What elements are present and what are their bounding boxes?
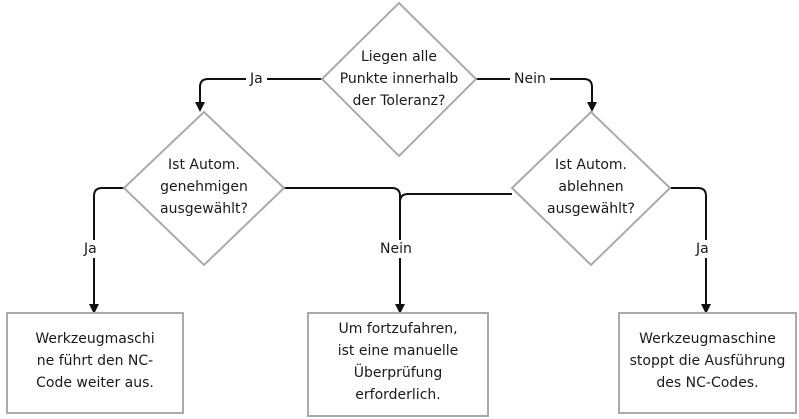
edge-label-yes-left: Ja (80, 240, 101, 258)
edge-label-yes-top: Ja (246, 70, 267, 88)
decision-auto-reject-label: Ist Autom. ablehnen ausgewählt? (547, 157, 635, 217)
connectors (89, 78, 711, 314)
edge-yes-left (89, 187, 124, 314)
result-manual-box (307, 312, 489, 417)
edge-yes-right (670, 187, 711, 314)
decision-auto-accept-label: Ist Autom. genehmigen ausgewählt? (160, 157, 248, 217)
edge-yes-top (195, 78, 322, 112)
edge-label-no-top: Nein (510, 70, 550, 88)
edge-no-left (284, 187, 405, 314)
edge-no-top (476, 78, 597, 112)
edge-label-no-middle: Nein (376, 240, 416, 258)
edge-label-yes-right: Ja (692, 240, 713, 258)
result-manual-label: Um fortzufahren, ist eine manuelle Überp… (337, 321, 459, 403)
result-continue-box (6, 312, 184, 414)
decision-auto-reject (510, 110, 672, 267)
result-stop-box (618, 312, 797, 414)
decision-tolerance-label: Liegen alle Punkte innerhalb der Toleran… (339, 49, 459, 109)
decision-auto-accept (122, 110, 286, 267)
decision-tolerance (320, 1, 478, 158)
result-stop-label: Werkzeugmaschine stoppt die Ausführung d… (629, 331, 786, 391)
edge-no-right (399, 193, 512, 203)
result-continue-label: Werkzeugmaschi ne führt den NC- Code wei… (35, 331, 155, 391)
